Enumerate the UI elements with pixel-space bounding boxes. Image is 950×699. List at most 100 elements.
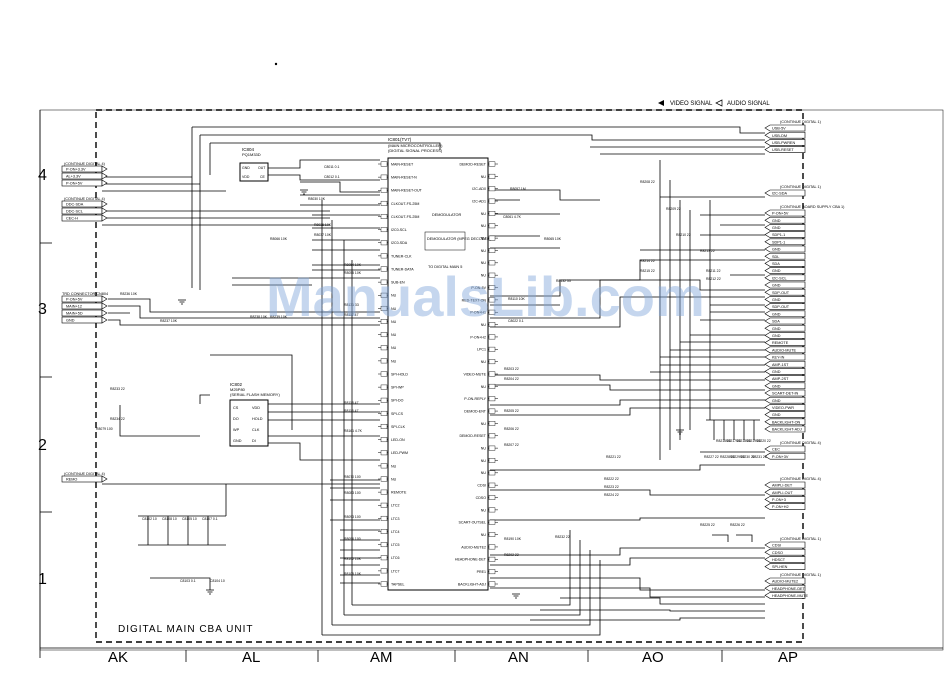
main-ic-right-pin: AUDIO-MUTE2 (461, 545, 486, 549)
right-connector-pin: SPI-HEN (772, 565, 788, 569)
wiring (102, 126, 765, 636)
right-connector-group: (CONTINUE BOARD SUPPLY CBA 1)P-ON+5VGNDG… (764, 205, 845, 433)
main-ic-right-pin: NU (481, 237, 487, 241)
component-label: C8105 10 (182, 517, 197, 521)
right-connector-heading: (CONTINUE DIGITAL 1) (780, 573, 822, 577)
main-ic-right-pin: NU (481, 323, 487, 327)
main-ic-right-pin: NU (481, 447, 487, 451)
component-label: R8233 22 (110, 387, 125, 391)
right-connector-pin: I2C-SDA (772, 192, 787, 196)
main-ic-left-pin: LTC3 (391, 517, 400, 521)
svg-text:DO: DO (233, 417, 239, 421)
component-label: C8061 4.7K (503, 215, 522, 219)
left-connector: TRD CONNECTOR CN804P-ON+5VMAIN+12MAIN+5D… (61, 292, 108, 324)
main-ic-right-pin: NU (481, 175, 487, 179)
component-label: R8209 22 (666, 207, 681, 211)
component-label: R8231 22 (752, 455, 767, 459)
component-label: R8204 22 (504, 377, 519, 381)
right-connector-pin: P-ON+H2 (772, 505, 789, 509)
component-label: C8102 10 (142, 517, 157, 521)
audio-arrow-icon (715, 99, 723, 107)
main-ic-left-pin: MAIN-RESET-N (391, 176, 417, 180)
svg-text:GND: GND (242, 166, 250, 170)
regulator-ref: IC804 (242, 147, 255, 152)
right-connector-pin: AMPLI-OUT (772, 491, 793, 495)
main-ic-right-pin: NU (481, 274, 487, 278)
component-label: R8117 47 (344, 313, 359, 317)
component-label: R8132 33 (556, 279, 571, 283)
column-ruler: AK AL AM AN AO AP (40, 647, 943, 666)
right-connector-pin: SCART-DET-IN (772, 392, 799, 396)
right-connector-pin: BACKLIGHT-ON (772, 420, 801, 424)
right-connector-heading: (CONTINUE DIGITAL 4) (780, 441, 822, 445)
right-connector-group: (CONTINUE DIGITAL 4)AMPLI-DETAMPLI-OUTP-… (764, 477, 822, 510)
component-label: R8227 22 (704, 455, 719, 459)
right-connector-pin: SDP-OUT (772, 305, 790, 309)
right-connector-pin: HEADPHONE-MUTE (772, 594, 809, 598)
right-connector-heading: (CONTINUE DIGITAL 1) (780, 537, 822, 541)
component-label: R8202 22 (504, 553, 519, 557)
row-labels: 4 3 2 1 (38, 167, 52, 588)
component-label: R8207 22 (504, 443, 519, 447)
right-connector-pin: GND (772, 399, 781, 403)
component-label: R8066 10K (270, 237, 288, 241)
main-ic-block-demodulator: DEMODULATOR (MPEG DECODER) (427, 237, 492, 241)
main-ic-right-pin: P-ON-REPLY (464, 397, 486, 401)
column-label-ap: AP (778, 649, 798, 666)
main-ic-left-pin: NU (391, 346, 397, 350)
main-ic-left-pin: MAIN-RESET-OUT (391, 189, 423, 193)
left-connector-pin: GND (66, 319, 75, 323)
component-label: R8232 22 (555, 535, 570, 539)
component-label: R8239 10K (270, 315, 288, 319)
right-connector-pin: GND (772, 269, 781, 273)
right-connector-pin: SDP-OUT (772, 291, 790, 295)
ground-symbols (178, 189, 684, 599)
main-ic-right-pins: DEMOD-RESETNUI2C-AD0I2C-AD1NUNUNUNUNUNUP… (455, 161, 498, 586)
left-connector-pin: P-ON+5V (66, 182, 83, 186)
left-connector-pin: CEC-H (66, 217, 78, 221)
main-ic-left-pin: NU (391, 477, 397, 481)
right-connector-pin: SDA (772, 262, 780, 266)
left-connector: (CONTINUE DIGITAL 4)P-ON+3.3VAL+3.3VP-ON… (61, 162, 108, 187)
right-connector-pin: USB-DM (772, 134, 787, 138)
main-ic-left-pin: NU (391, 320, 397, 324)
component-label: R8218 22 (736, 439, 751, 443)
component-label: R8205 22 (504, 409, 519, 413)
component-label: R8116 47 (344, 409, 359, 413)
column-label-al: AL (242, 649, 260, 666)
main-ic-left-pin: LED-PWM (391, 451, 408, 455)
row-label-3: 3 (38, 301, 47, 318)
component-label: C8012 0.1 (324, 175, 340, 179)
right-connector-pin: REMOTE (772, 341, 789, 345)
flash-ref: IC802 (230, 382, 243, 387)
main-ic-left-pin: CLKOUT-FS-25M (391, 215, 419, 219)
main-ic-left-pin: LTC7 (391, 569, 400, 573)
right-connector-pin: GND (772, 312, 781, 316)
right-connector-pin: AUDIO-MUTE2 (772, 580, 798, 584)
watermark-text: ManualsLib.com (266, 265, 705, 328)
main-ic-right-pin: RED-TEXT-ON (462, 298, 487, 302)
main-ic-left-pin: NU (391, 464, 397, 468)
right-connector-pin: SDP1-1 (772, 233, 785, 237)
component-label: R8161 4.7K (344, 429, 363, 433)
legend-video: VIDEO SIGNAL (670, 101, 713, 107)
main-ic-right-pin: BACKLIGHT-ADJ (458, 582, 486, 586)
column-label-an: AN (508, 649, 529, 666)
main-ic-left-pin: I2C0-SCL (391, 228, 407, 232)
right-connector-pin: CEC (772, 448, 780, 452)
left-connector-heading: (CONTINUE DIGITAL 4) (64, 197, 106, 201)
left-connector-heading: (CONTINUE DIGITAL 4) (64, 162, 106, 166)
right-connector-groups: (CONTINUE DIGITAL 1)USB-5VUSB-DMUSB-PWRE… (764, 120, 845, 599)
right-connector-group: (CONTINUE DIGITAL 1)I2C-SDA (764, 185, 822, 197)
component-label: R8210 22 (676, 233, 691, 237)
svg-text:GND: GND (233, 439, 242, 443)
svg-text:CE: CE (260, 175, 266, 179)
main-ic-right-pin: NU (481, 533, 487, 537)
main-ic-left-pin: REMOTE (391, 491, 407, 495)
main-ic-left-pin: SPI-WP (391, 386, 404, 390)
main-ic-left-pin: TUNER-CLK (391, 254, 412, 258)
main-ic-right-pin: DEMOD-RESET (459, 162, 486, 166)
svg-text:VDD: VDD (252, 406, 260, 410)
